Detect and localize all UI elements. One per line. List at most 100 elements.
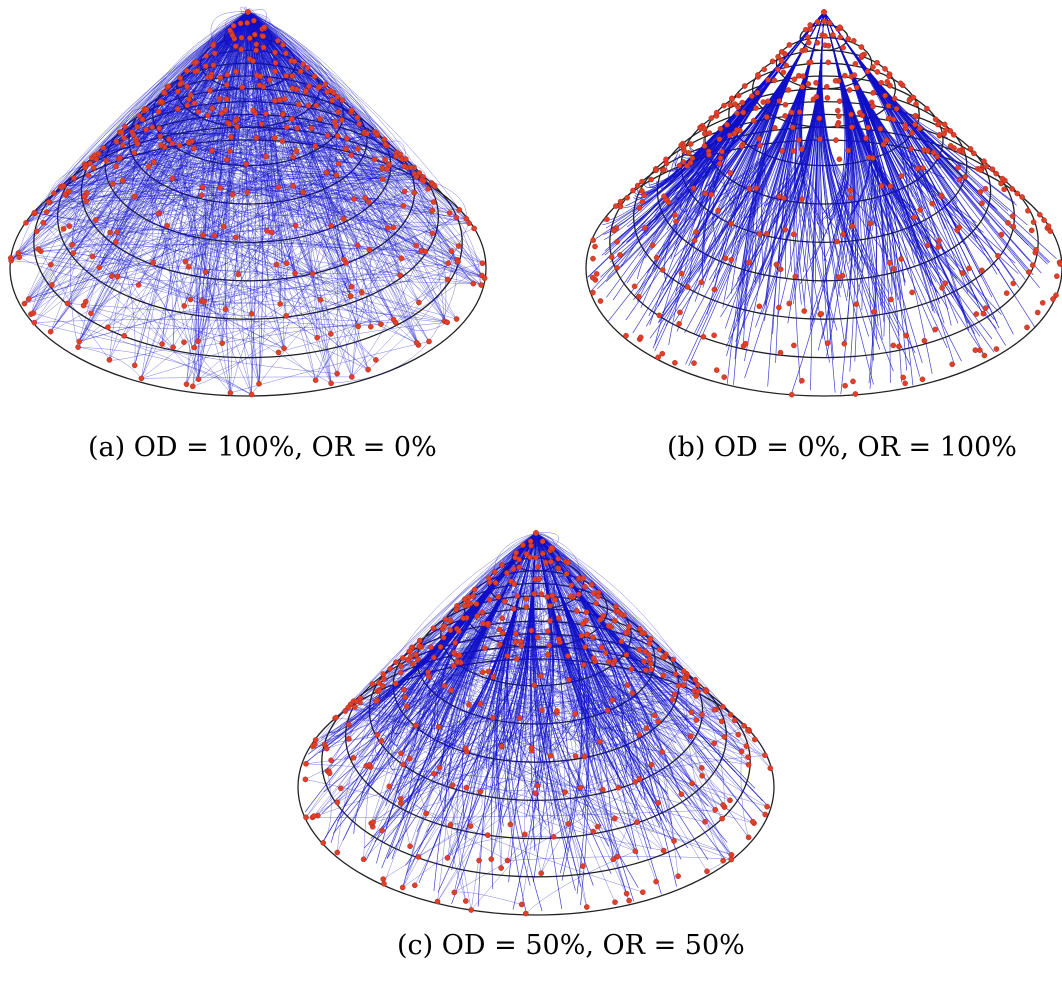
graph-node [630, 187, 636, 194]
direct-edge [247, 11, 283, 142]
graph-node [333, 714, 339, 721]
graph-node [609, 697, 616, 703]
graph-node [463, 215, 470, 222]
graph-node [76, 338, 82, 345]
graph-node [85, 172, 91, 178]
direct-edge [190, 94, 260, 384]
graph-node [373, 357, 379, 363]
graph-node [745, 834, 752, 841]
cone-ring [704, 75, 944, 205]
graph-node [401, 686, 407, 693]
graph-node [90, 165, 97, 171]
graph-node [209, 105, 215, 112]
graph-node [727, 797, 733, 804]
graph-node [229, 32, 236, 39]
graph-node [452, 640, 458, 646]
graph-node [96, 264, 103, 271]
graph-node [849, 223, 856, 229]
graph-node [262, 110, 269, 117]
graph-node [727, 102, 733, 108]
graph-node [592, 243, 598, 250]
graph-node [712, 807, 719, 813]
graph-node [181, 339, 187, 346]
graph-node [322, 81, 329, 88]
direct-edge [573, 612, 587, 788]
graph-node [902, 380, 908, 387]
graph-node [634, 182, 641, 189]
graph-node [917, 207, 923, 213]
direct-edge [89, 163, 231, 394]
graph-node [956, 176, 963, 183]
graph-node [428, 644, 434, 651]
graph-node [959, 270, 966, 276]
graph-node [345, 721, 352, 728]
graph-node [365, 366, 371, 373]
graph-node [496, 626, 503, 633]
graph-node [453, 606, 460, 613]
graph-node [788, 109, 795, 116]
graph-node [845, 147, 852, 154]
graph-node [949, 361, 956, 368]
graph-node [348, 283, 355, 290]
graph-node [339, 117, 345, 123]
direct-edge [351, 223, 470, 378]
graph-node [390, 316, 397, 323]
graph-node [547, 603, 553, 609]
graph-node [858, 44, 865, 50]
graph-node [613, 203, 619, 209]
graph-node [734, 110, 740, 117]
graph-node [852, 391, 859, 397]
graph-node [328, 222, 334, 229]
direct-edge [214, 11, 250, 236]
direct-edge [247, 11, 467, 219]
graph-node [23, 219, 29, 226]
graph-node [623, 332, 629, 339]
graph-node [711, 286, 718, 293]
graph-node [282, 50, 289, 57]
graph-node [156, 125, 162, 132]
graph-node [898, 173, 905, 179]
graph-node [605, 623, 612, 629]
direct-edge [91, 11, 249, 158]
direct-edge [456, 748, 467, 902]
graph-node [463, 784, 470, 791]
graph-node [883, 137, 890, 143]
direct-edge [133, 132, 347, 149]
graph-node [166, 136, 172, 143]
graph-node [749, 93, 755, 99]
graph-node [406, 755, 413, 762]
graph-node [701, 125, 708, 132]
graph-node [813, 93, 820, 100]
graph-node [304, 65, 311, 71]
graph-node [227, 27, 233, 34]
graph-node [366, 762, 373, 768]
direct-edge [205, 55, 260, 384]
graph-node [131, 362, 138, 369]
graph-node [924, 105, 930, 112]
graph-node [886, 73, 892, 80]
direct-edge [148, 166, 199, 380]
direct-edge [439, 612, 483, 768]
direct-edge [351, 198, 358, 377]
graph-node [761, 66, 767, 73]
graph-node [83, 198, 90, 205]
graph-node [590, 237, 597, 243]
graph-node [413, 173, 420, 180]
graph-node [786, 300, 792, 307]
graph-node [217, 74, 224, 81]
direct-edge [145, 129, 369, 370]
direct-edge [33, 312, 252, 395]
graph-node [848, 124, 855, 130]
graph-node [765, 98, 771, 105]
graph-node [639, 178, 645, 185]
graph-node [584, 632, 590, 638]
graph-node [832, 78, 839, 84]
graph-node [183, 381, 190, 388]
direct-edge [256, 75, 353, 377]
graph-node [211, 50, 218, 57]
graph-node [636, 776, 643, 782]
graph-node [1025, 269, 1032, 275]
graph-node [522, 910, 529, 917]
direct-edge [247, 11, 358, 118]
graph-node [447, 821, 454, 828]
